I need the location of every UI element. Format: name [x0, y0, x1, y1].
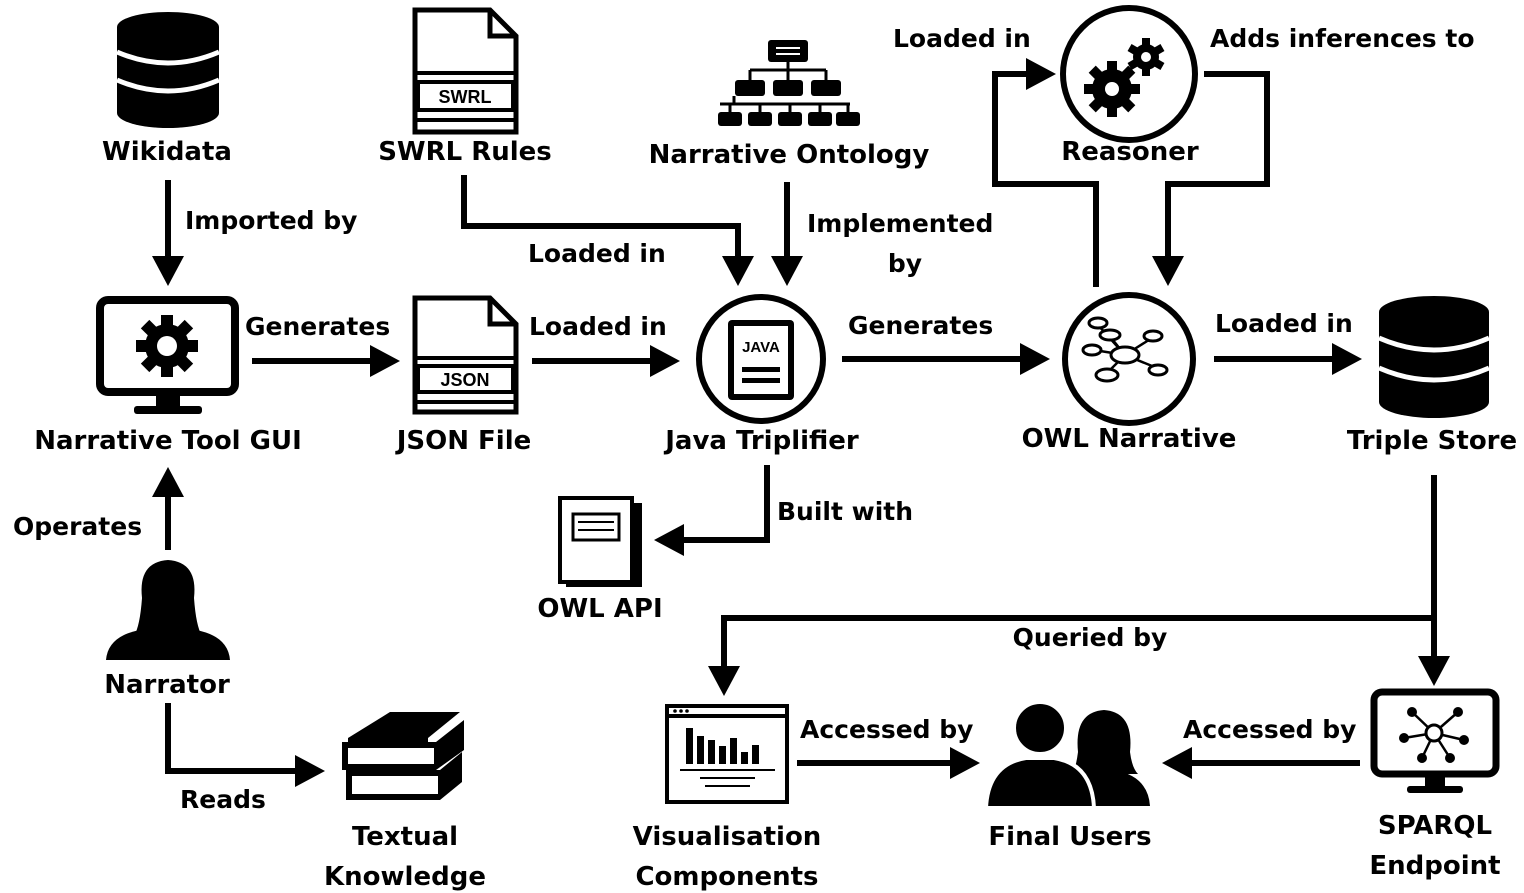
arrowhead	[722, 256, 754, 286]
node-label-visualisation-1: Visualisation	[633, 822, 822, 852]
arrowhead	[1332, 343, 1362, 375]
edge-java-owlapi	[682, 465, 770, 543]
swrl-file-icon: SWRL	[412, 7, 519, 135]
bar-chart-icon	[686, 728, 759, 764]
ontology-hierarchy-icon	[718, 40, 860, 126]
node-label-reasoner: Reasoner	[1061, 137, 1199, 167]
java-icon-text: JAVA	[742, 339, 780, 356]
edge-store-queries	[721, 475, 1437, 668]
edge-label-loaded-in-reasoner: Loaded in	[893, 24, 1031, 53]
arrowhead	[654, 524, 684, 556]
arrowhead	[950, 747, 980, 779]
edge-label-implemented-1: Implemented	[807, 209, 993, 238]
node-label-triple-store: Triple Store	[1347, 426, 1517, 456]
monitor-gear-icon	[96, 296, 239, 414]
reasoner-gears-icon	[1060, 5, 1198, 143]
visualisation-window-icon	[665, 704, 789, 804]
arrowhead	[152, 256, 184, 286]
edge-label-accessed-by-vis: Accessed by	[800, 715, 973, 744]
books-icon	[342, 712, 464, 800]
edge-label-accessed-by-sparql: Accessed by	[1183, 715, 1356, 744]
node-label-owl-narrative: OWL Narrative	[1022, 424, 1237, 454]
edge-label-queried-by: Queried by	[1013, 623, 1168, 652]
arrowhead	[1020, 343, 1050, 375]
sparql-monitor-icon	[1370, 688, 1500, 793]
gear-icon	[136, 315, 198, 377]
java-triplifier-icon: JAVA	[696, 294, 826, 424]
node-label-wikidata: Wikidata	[102, 137, 232, 167]
owl-narrative-graph-icon	[1062, 292, 1196, 426]
arrowhead	[1152, 256, 1184, 286]
users-group-icon	[983, 700, 1150, 810]
owl-api-book-icon	[558, 496, 642, 587]
node-label-visualisation-2: Components	[635, 862, 818, 892]
node-label-textual-knowledge-1: Textual	[352, 822, 458, 852]
node-label-owl-api: OWL API	[537, 594, 662, 624]
edge-swrl-java	[461, 175, 741, 258]
node-label-sparql-2: Endpoint	[1369, 851, 1500, 881]
swrl-icon-text: SWRL	[439, 87, 492, 107]
arrowhead	[708, 666, 740, 696]
edge-label-loaded-in-swrl: Loaded in	[528, 239, 666, 268]
node-label-narrative-ontology: Narrative Ontology	[649, 140, 930, 170]
edge-label-built-with: Built with	[777, 497, 913, 526]
edge-label-operates: Operates	[13, 512, 142, 541]
json-file-icon: JSON	[412, 295, 519, 415]
node-label-textual-knowledge-2: Knowledge	[324, 862, 486, 892]
edge-label-adds-inferences: Adds inferences to	[1210, 24, 1475, 53]
node-label-narrative-tool-gui: Narrative Tool GUI	[34, 426, 302, 456]
database-icon	[116, 12, 220, 128]
node-label-sparql-1: SPARQL	[1378, 811, 1492, 841]
edge-labels: Imported by Generates Loaded in Loaded i…	[13, 24, 1475, 814]
arrowhead	[370, 345, 400, 377]
triple-store-database-icon	[1378, 296, 1490, 418]
node-label-java-triplifier: Java Triplifier	[663, 426, 859, 456]
narrator-person-icon	[106, 560, 230, 660]
edge-narrator-books	[165, 703, 297, 774]
node-label-final-users: Final Users	[988, 822, 1151, 852]
arrowhead	[1418, 656, 1450, 686]
arrowhead	[152, 467, 184, 497]
arrowhead	[771, 256, 803, 286]
node-labels: Wikidata SWRL Rules Narrative Ontology R…	[34, 137, 1517, 892]
edge-label-generates-json: Generates	[245, 312, 390, 341]
edge-owl-reasoner	[992, 71, 1099, 287]
edge-label-loaded-in-json: Loaded in	[529, 312, 667, 341]
edges	[152, 58, 1450, 787]
arrowhead	[295, 755, 325, 787]
node-label-swrl-rules: SWRL Rules	[378, 137, 552, 167]
node-label-narrator: Narrator	[104, 670, 230, 700]
arrowhead	[1026, 58, 1056, 90]
edge-label-implemented-2: by	[888, 249, 922, 278]
edge-label-generates-owl: Generates	[848, 311, 993, 340]
edge-reasoner-owl	[1165, 71, 1270, 258]
node-label-json-file: JSON File	[395, 426, 532, 456]
arrowhead	[1162, 747, 1192, 779]
edge-label-imported-by: Imported by	[185, 206, 357, 235]
edge-label-loaded-in-store: Loaded in	[1215, 309, 1353, 338]
edge-label-reads: Reads	[180, 785, 266, 814]
json-icon-text: JSON	[440, 370, 489, 390]
arrowhead	[650, 345, 680, 377]
